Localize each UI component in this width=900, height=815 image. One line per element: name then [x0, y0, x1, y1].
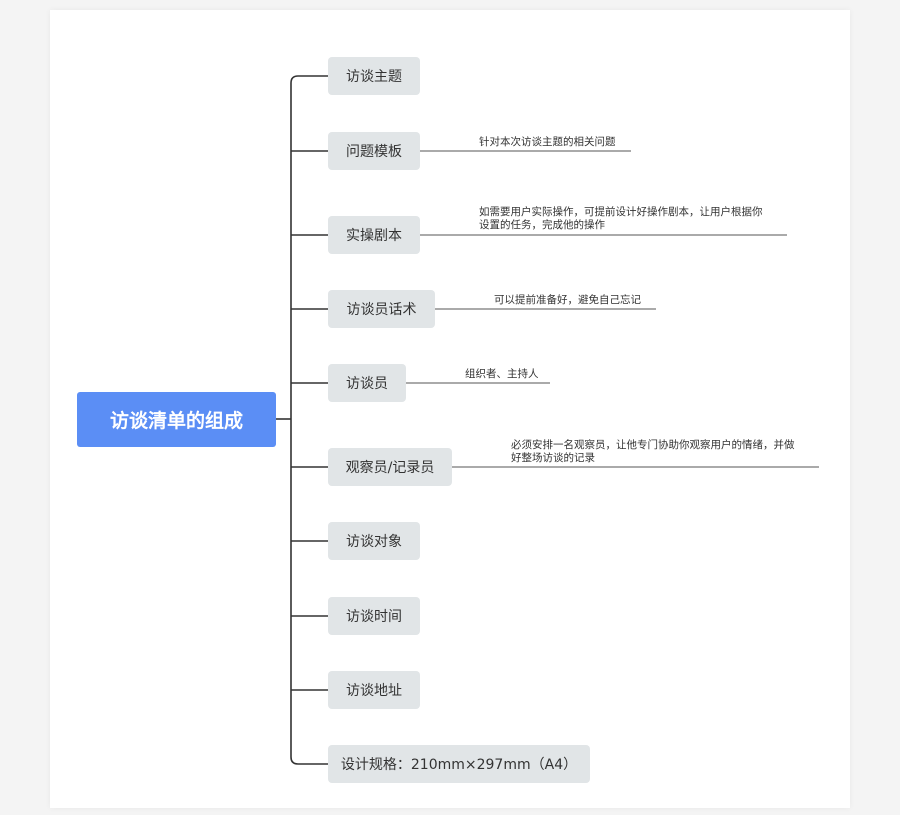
topic-question-template[interactable]: 问题模板: [328, 132, 420, 170]
topic-interview-location[interactable]: 访谈地址: [328, 671, 420, 709]
note-interviewer: 组织者、主持人: [465, 368, 539, 380]
spine-line: [290, 75, 328, 765]
note-observer-recorder: 必须安排一名观察员，让他专门协助你观察用户的情绪，并做 好整场访谈的记录: [511, 439, 795, 464]
topic-interview-theme[interactable]: 访谈主题: [328, 57, 420, 95]
note-question-template: 针对本次访谈主题的相关问题: [479, 136, 616, 148]
topic-interview-time[interactable]: 访谈时间: [328, 597, 420, 635]
note-practical-script: 如需要用户实际操作，可提前设计好操作剧本，让用户根据你 设置的任务，完成他的操作: [479, 206, 763, 231]
note-interviewer-script: 可以提前准备好，避免自己忘记: [494, 294, 641, 306]
topic-observer-recorder[interactable]: 观察员/记录员: [328, 448, 452, 486]
topic-interviewer-script[interactable]: 访谈员话术: [328, 290, 435, 328]
topic-interviewee[interactable]: 访谈对象: [328, 522, 420, 560]
topic-interviewer[interactable]: 访谈员: [328, 364, 406, 402]
topic-design-spec[interactable]: 设计规格：210mm×297mm（A4）: [328, 745, 590, 783]
root-topic[interactable]: 访谈清单的组成: [77, 392, 276, 447]
topic-practical-script[interactable]: 实操剧本: [328, 216, 420, 254]
